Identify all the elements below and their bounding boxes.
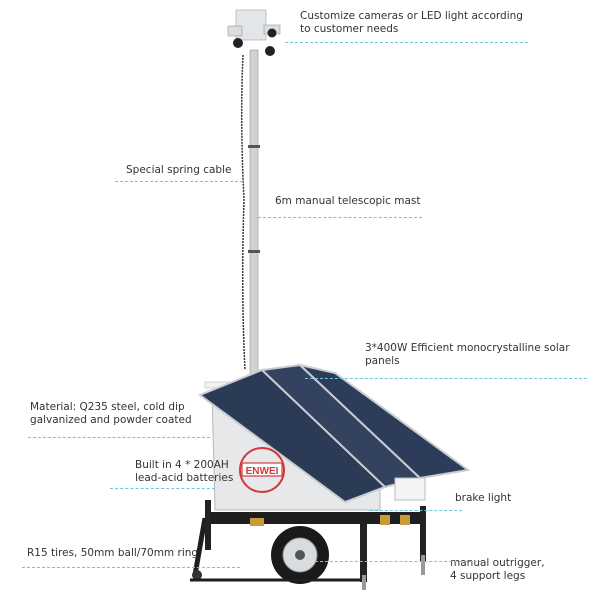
spring-cable: [240, 54, 246, 371]
wheel: [271, 526, 329, 584]
label-material: Material: Q235 steel, cold dip galvanize…: [30, 401, 192, 426]
leader-line-cameras: [285, 42, 528, 43]
outrigger-leg: [420, 506, 426, 561]
leader-line-solar: [305, 378, 587, 379]
leader-line-mast: [258, 217, 422, 218]
label-brake-light: brake light: [455, 492, 512, 504]
label-solar-panels: 3*400W Efficient monocrystalline solar p…: [365, 342, 570, 367]
leader-line-outrigger: [315, 561, 482, 562]
enwei-logo: ENWEI: [239, 447, 285, 493]
label-outrigger: manual outrigger, 4 support legs: [450, 557, 545, 582]
camera-head: [227, 9, 281, 56]
label-batteries: Built in 4 * 200AH lead-acid batteries: [135, 459, 234, 484]
outrigger-leg: [360, 522, 367, 582]
solar-panel-right: [296, 363, 471, 480]
leader-line-brake-light: [370, 510, 462, 511]
telescopic-mast: [249, 49, 259, 381]
label-tires: R15 tires, 50mm ball/70mm ring: [27, 547, 199, 559]
label-spring-cable: Special spring cable: [126, 164, 232, 176]
leader-line-tires: [22, 567, 240, 568]
leader-line-material: [28, 437, 210, 438]
leader-line-spring-cable: [115, 181, 243, 182]
svg-text:ENWEI: ENWEI: [246, 466, 279, 477]
label-cameras: Customize cameras or LED light according…: [300, 10, 523, 35]
outrigger-leg: [205, 500, 211, 550]
leader-line-batteries: [110, 488, 215, 489]
label-mast: 6m manual telescopic mast: [275, 195, 421, 207]
